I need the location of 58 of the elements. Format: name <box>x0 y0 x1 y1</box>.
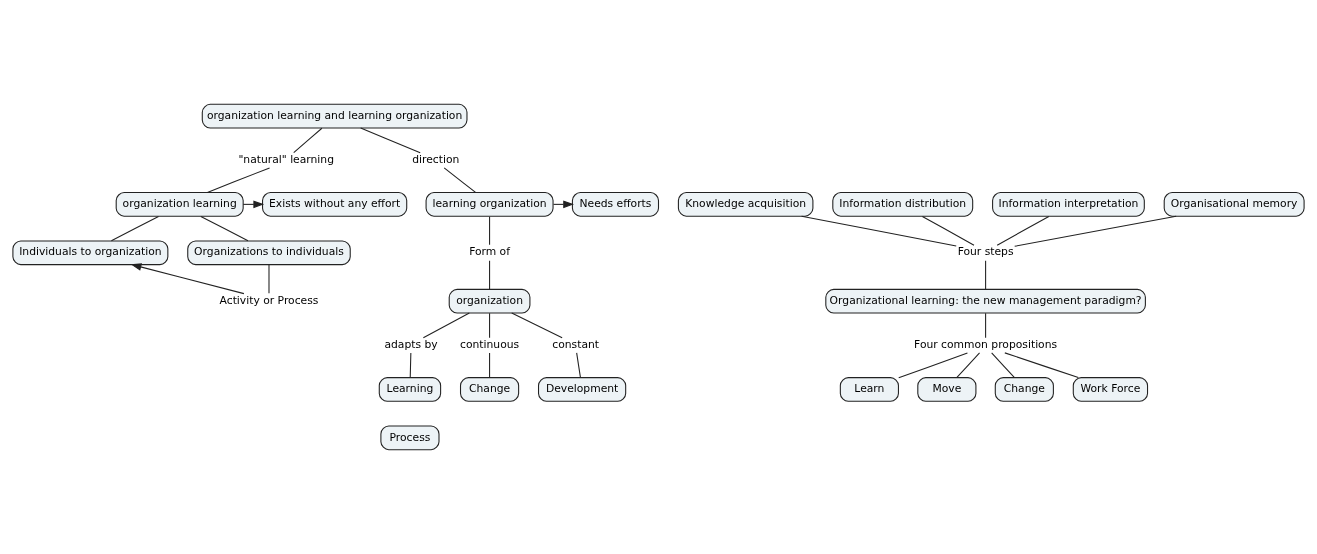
arrow <box>242 200 265 209</box>
node-box: organization <box>448 288 531 314</box>
connector <box>206 167 271 193</box>
node-box: Knowledge acquisition <box>677 192 814 217</box>
connector <box>511 312 563 339</box>
connector <box>489 260 491 290</box>
connector <box>956 352 981 378</box>
connector <box>360 127 421 154</box>
node-box: Organizations to individuals <box>187 240 351 266</box>
node-box: Work Force <box>1072 377 1149 402</box>
node-box: Move <box>917 377 977 402</box>
node-box: Exists without any effort <box>262 192 408 217</box>
node-box: Needs efforts <box>571 192 660 217</box>
node-box: Learning <box>378 377 442 402</box>
node-box: Development <box>538 377 627 402</box>
connector <box>576 352 581 378</box>
node-text: direction <box>412 152 460 166</box>
node-box: Organizational learning: the new management paradigm? <box>825 288 1146 314</box>
connector <box>1014 215 1177 247</box>
node-box: Information distribution <box>832 192 974 217</box>
connector <box>1004 352 1079 379</box>
node-text: "natural" learning <box>238 152 335 166</box>
node-box: organization learning <box>115 192 244 217</box>
connector <box>801 215 957 247</box>
connector <box>898 352 968 379</box>
node-box: Organisational memory <box>1163 192 1305 217</box>
node-text: Four steps <box>957 245 1014 259</box>
node-box: Learn <box>839 377 899 402</box>
node-text: Form of <box>469 245 510 259</box>
connector <box>489 352 491 378</box>
node-box: Process <box>380 425 440 451</box>
node-box: Change <box>459 377 520 402</box>
node-box: organization learning and learning organization <box>201 103 468 129</box>
arrow <box>130 263 245 295</box>
connector <box>200 215 249 242</box>
node-text: constant <box>552 338 600 352</box>
connector <box>293 127 323 154</box>
connector <box>985 312 987 339</box>
connector <box>991 352 1015 378</box>
connector <box>489 216 491 246</box>
connector <box>489 312 491 339</box>
connector <box>110 215 160 242</box>
node-box: Individuals to organization <box>12 240 169 266</box>
node-text: Four common propositions <box>914 338 1058 352</box>
node-text: continuous <box>460 338 520 352</box>
connector <box>996 215 1050 246</box>
node-box: learning organization <box>425 192 554 217</box>
connector <box>409 352 412 378</box>
node-text: Activity or Process <box>219 293 319 307</box>
connector <box>443 167 477 193</box>
connector <box>921 215 975 246</box>
connector <box>422 312 470 339</box>
node-box: Change <box>994 377 1054 402</box>
node-text: adapts by <box>384 338 438 352</box>
arrow <box>552 200 574 209</box>
connector <box>985 260 987 290</box>
node-box: Information interpretation <box>992 192 1145 217</box>
connector <box>268 264 270 294</box>
